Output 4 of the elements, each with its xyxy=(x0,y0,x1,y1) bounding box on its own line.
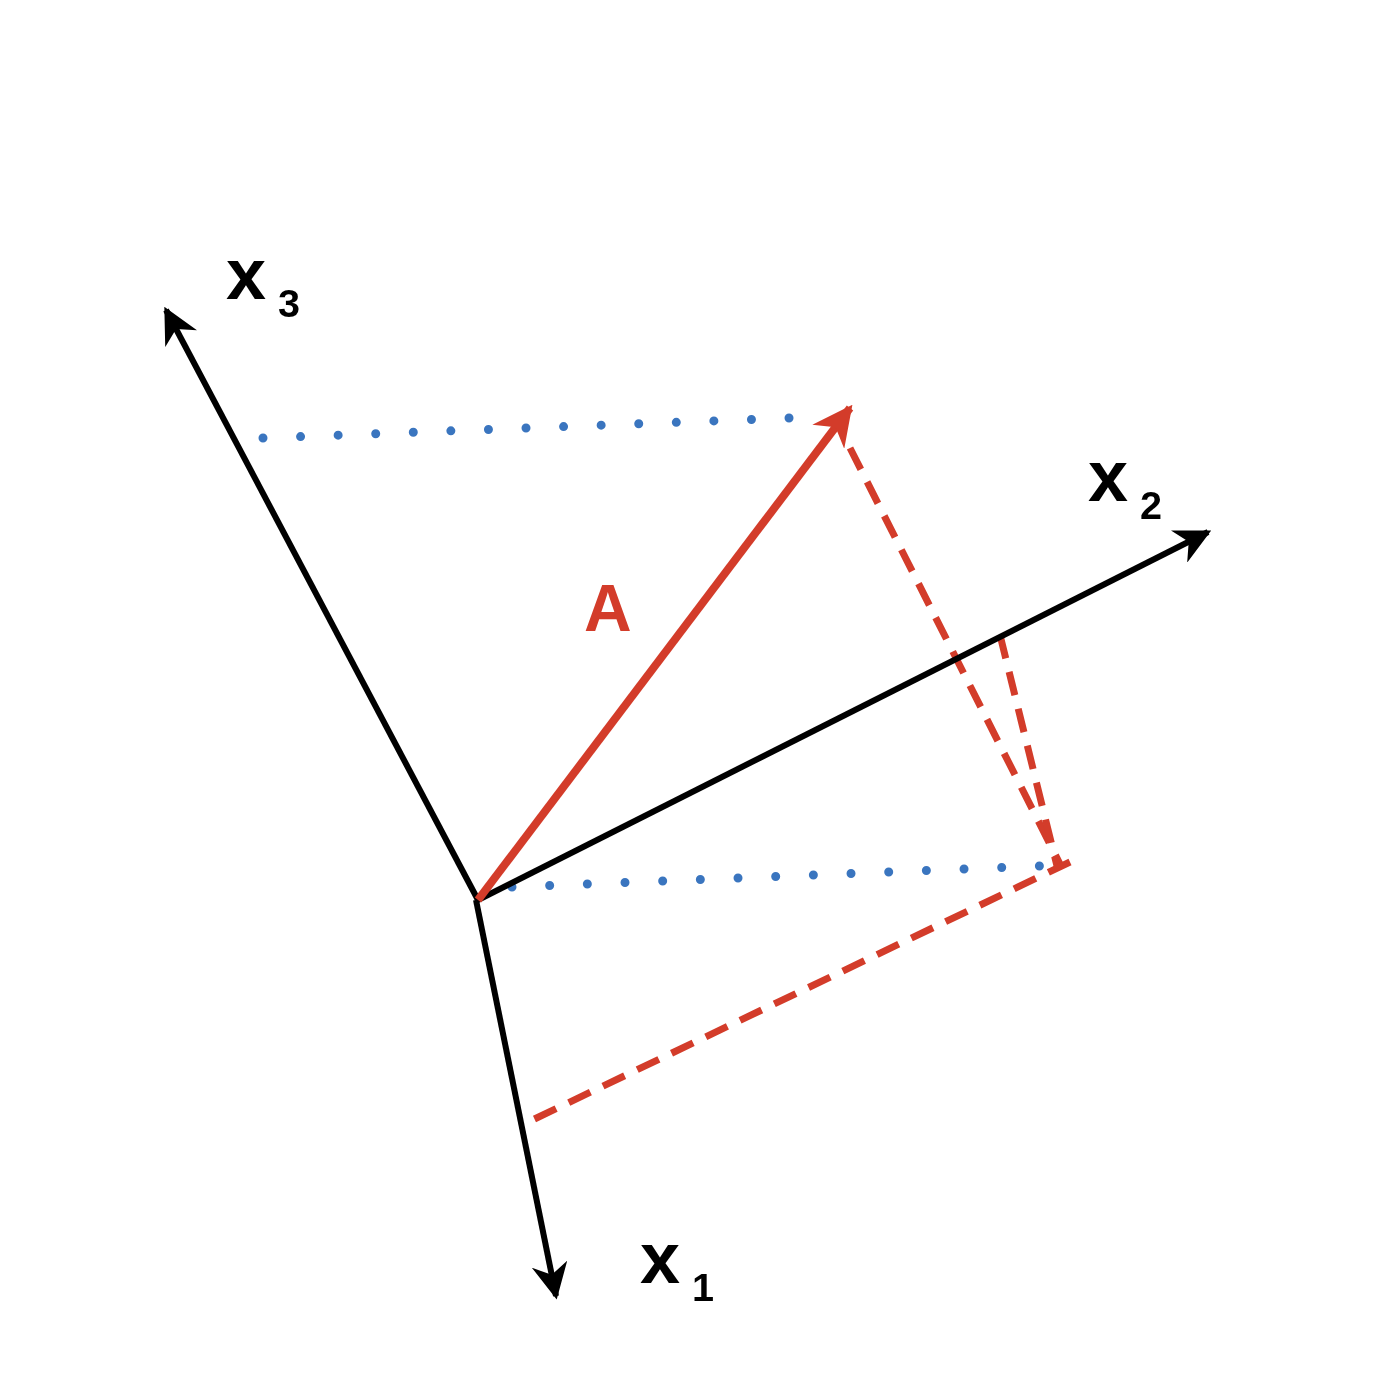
axis-label: x$_{1}$ xyxy=(640,1222,714,1308)
axis-label: x$_{3}$ xyxy=(226,238,300,324)
axis-label: x$_{2}$ xyxy=(1088,440,1162,526)
axis-label: A xyxy=(584,575,632,641)
